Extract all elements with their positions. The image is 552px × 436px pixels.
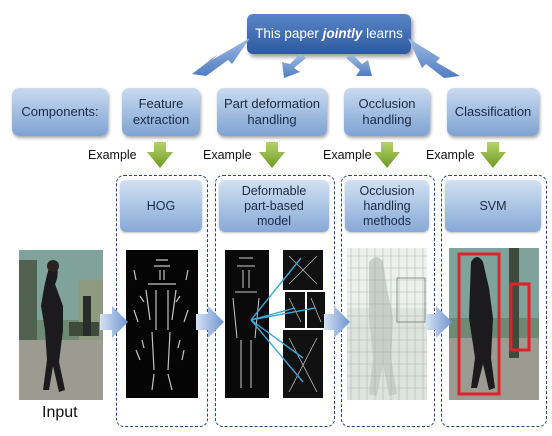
components-label: Components:: [21, 104, 99, 119]
part-deformation-label: Part deformation handling: [223, 96, 321, 127]
occlusion-methods-image: [347, 248, 427, 400]
feature-extraction-box: Feature extraction: [122, 88, 200, 136]
classification-box: Classification: [447, 88, 539, 136]
deformable-model-image: [223, 248, 327, 402]
occlusion-methods-label: Occlusion handling methods: [359, 183, 415, 228]
input-pedestrian-image: [19, 250, 103, 400]
svm-label: SVM: [479, 198, 507, 213]
arrow-to-classification: [408, 38, 460, 78]
green-down-arrow-2: [259, 142, 285, 168]
top-box-emphasis: jointly: [322, 26, 363, 41]
flow-arrow-occlusion-to-svm: [426, 306, 452, 338]
paper-learns-box: This paper jointly learns: [247, 14, 411, 54]
feature-extraction-label: Feature extraction: [132, 96, 190, 127]
arrow-to-part-deformation: [282, 54, 306, 78]
hog-image: [126, 250, 198, 398]
part-deformation-box: Part deformation handling: [217, 88, 327, 136]
hog-label: HOG: [146, 198, 176, 213]
flow-arrows: [100, 306, 452, 338]
flow-arrow-input-to-hog: [100, 306, 128, 338]
occlusion-handling-box: Occlusion handling: [344, 88, 430, 136]
example-label-2: Example: [203, 148, 252, 162]
green-down-arrow-1: [147, 142, 173, 168]
example-label-1: Example: [88, 148, 137, 162]
components-label-box: Components:: [12, 88, 108, 136]
svm-header: SVM: [445, 180, 541, 232]
occlusion-methods-header: Occlusion handling methods: [345, 180, 429, 232]
deformable-model-header: Deformable part-based model: [219, 180, 329, 232]
example-label-4: Example: [426, 148, 475, 162]
top-box-suffix: learns: [362, 26, 403, 41]
classification-label: Classification: [454, 104, 532, 119]
arrow-to-feature-extraction: [192, 38, 250, 76]
example-arrows: [147, 142, 506, 168]
input-label: Input: [42, 404, 78, 421]
green-down-arrow-4: [480, 142, 506, 168]
flow-arrow-hog-to-dpm: [196, 306, 224, 338]
occlusion-handling-label: Occlusion handling: [358, 96, 416, 127]
arrow-to-occlusion: [346, 54, 372, 76]
top-box-prefix: This paper: [255, 26, 323, 41]
hog-header: HOG: [120, 180, 202, 232]
example-label-3: Example: [323, 148, 372, 162]
deformable-model-label: Deformable part-based model: [241, 183, 307, 228]
flow-arrow-dpm-to-occlusion: [324, 306, 350, 338]
top-arrows: [192, 38, 460, 78]
green-down-arrow-3: [374, 142, 400, 168]
svm-image: [449, 248, 539, 400]
